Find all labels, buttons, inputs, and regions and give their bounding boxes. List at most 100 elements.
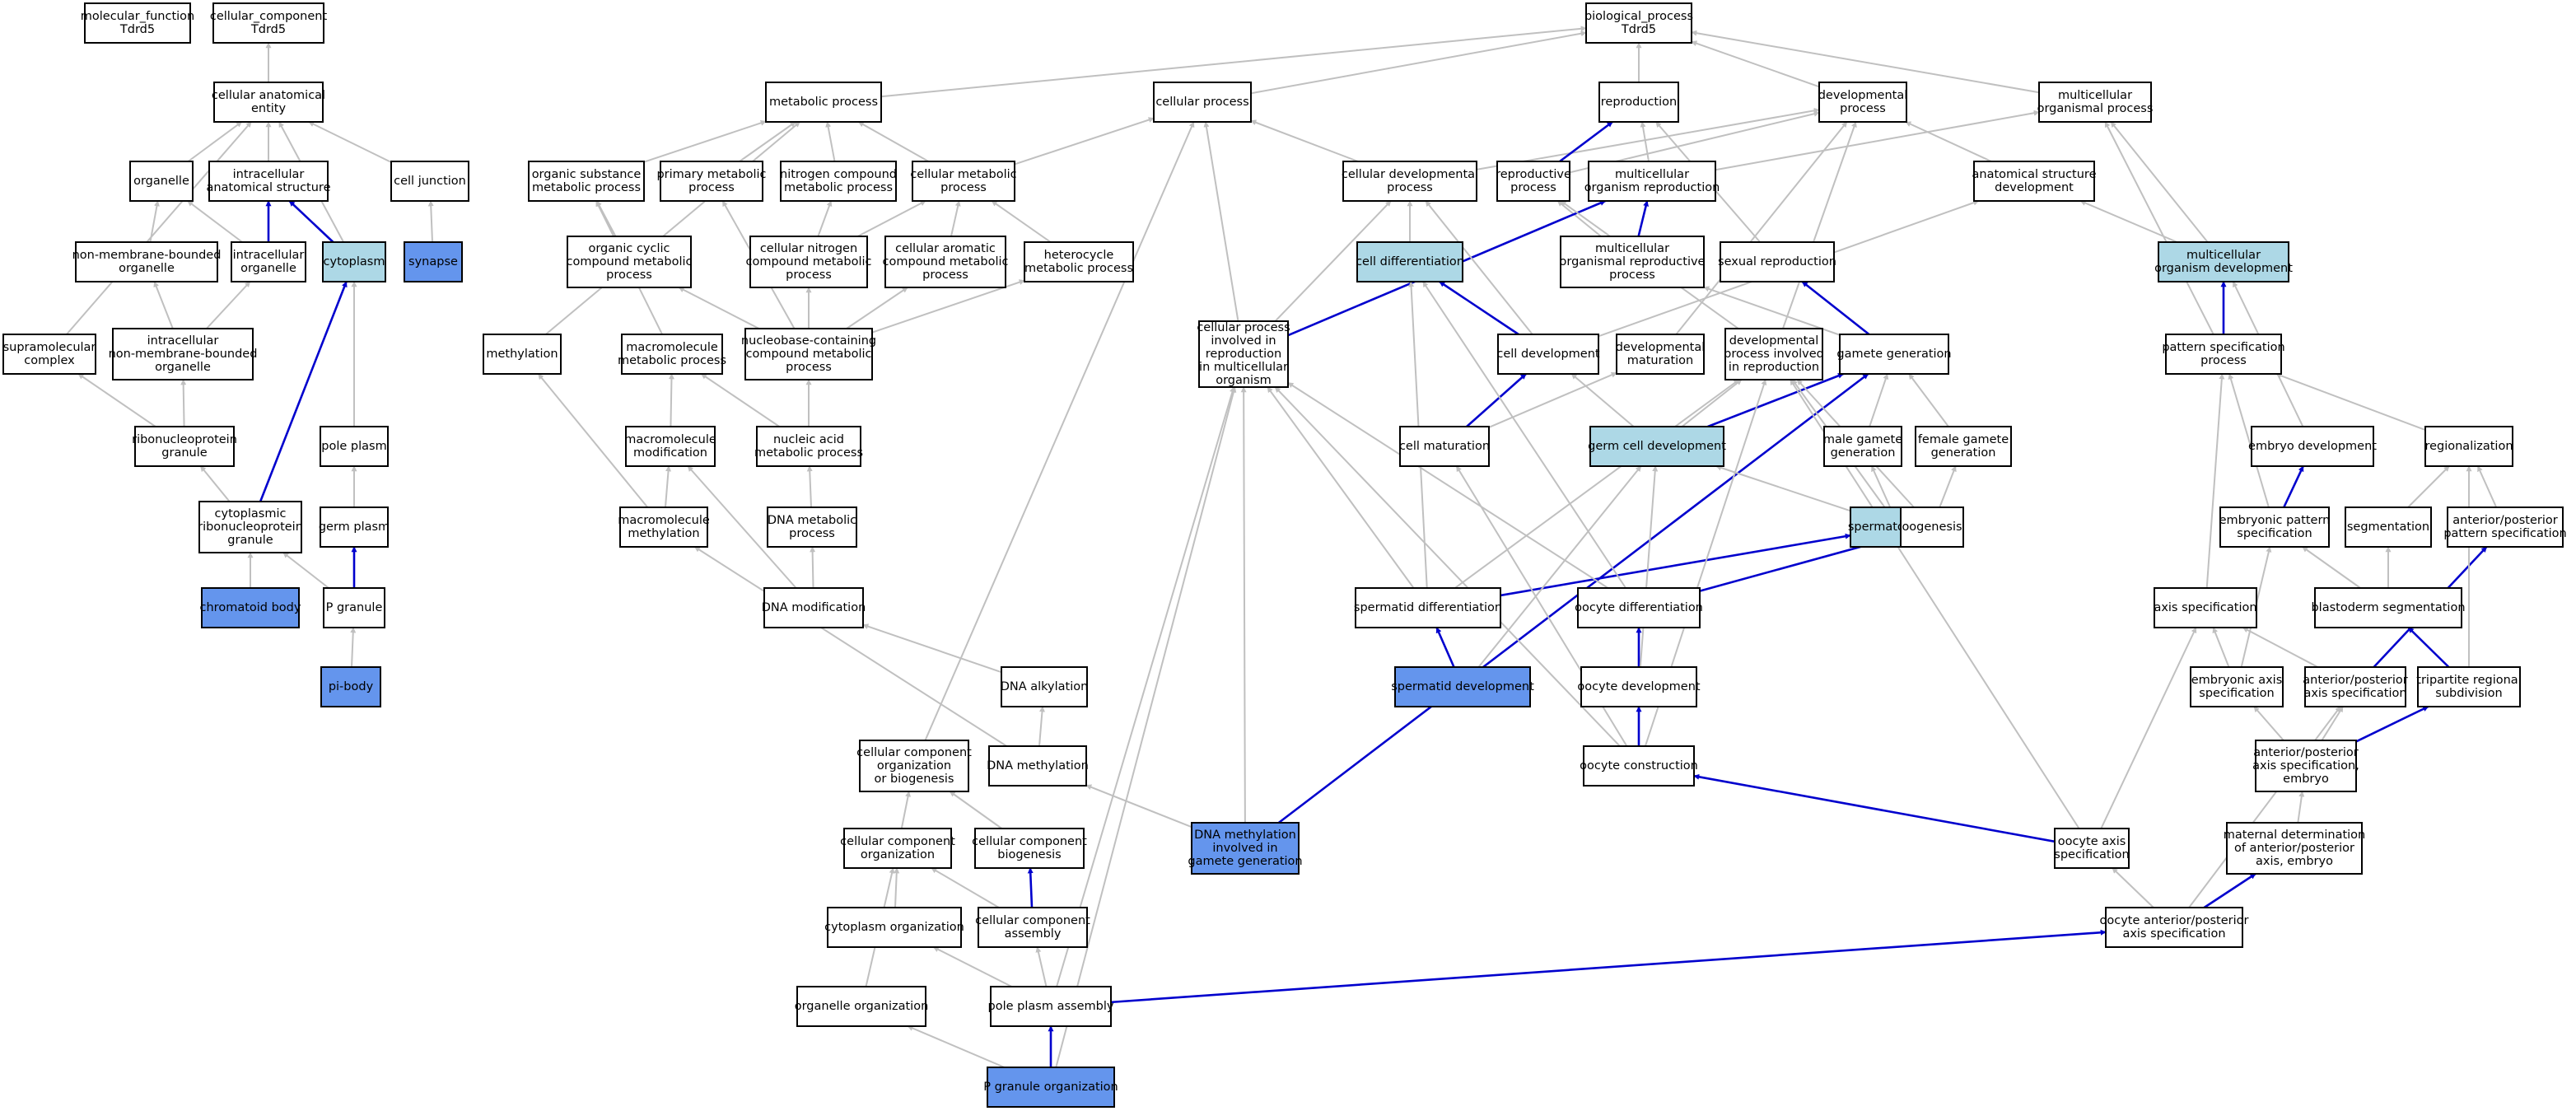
node-oocyte-differentiation[interactable]: oocyte differentiation [1575, 587, 1703, 628]
node-pole-plasm[interactable]: pole plasm [320, 426, 389, 467]
node-cytoplasm[interactable]: cytoplasm [322, 241, 386, 282]
node-metabolic-process[interactable]: metabolic process [765, 82, 882, 123]
node-cell-junction[interactable]: cell junction [390, 161, 469, 202]
node-sexual-reproduction[interactable]: sexual reproduction [1718, 241, 1836, 282]
node-intracellular-nmb-organelle[interactable]: intracellularnon-membrane-boundedorganel… [109, 328, 258, 380]
node-label: cytoplasm organization [824, 921, 964, 934]
node-synapse[interactable]: synapse [404, 241, 463, 282]
node-cell-differentiation[interactable]: cell differentiation [1356, 241, 1464, 282]
node-oocyte-development[interactable]: oocyte development [1577, 666, 1701, 707]
node-label: cellular metabolic [910, 168, 1016, 181]
node-segmentation[interactable]: segmentation [2345, 506, 2432, 548]
node-box [320, 666, 381, 707]
node-germ-plasm[interactable]: germ plasm [319, 506, 390, 548]
node-blastoderm-segmentation[interactable]: blastoderm segmentation [2311, 587, 2466, 628]
node-spermatid-differentiation[interactable]: spermatid differentiation [1354, 587, 1502, 628]
node-axis-specification[interactable]: axis specification [2154, 587, 2257, 628]
node-embryo-development[interactable]: embryo development [2248, 426, 2377, 467]
node-dna-modification[interactable]: DNA modification [762, 587, 866, 628]
node-germ-cell-development[interactable]: germ cell development [1588, 426, 1726, 467]
node-pole-plasm-assembly[interactable]: pole plasm assembly [988, 986, 1114, 1027]
node-label: organism [1216, 374, 1272, 387]
node-organelle[interactable]: organelle [129, 161, 194, 202]
node-gamete-generation[interactable]: gamete generation [1836, 334, 1952, 375]
node-chromatoid-body[interactable]: chromatoid body [200, 587, 301, 628]
node-box [827, 907, 962, 948]
node-label: oocyte differentiation [1575, 601, 1703, 614]
node-p-granule[interactable]: P granule [323, 587, 385, 628]
edge-cellular-metabolic-process-to-metabolic-process [857, 121, 929, 162]
node-pi-body[interactable]: pi-body [320, 666, 381, 707]
node-p-granule-organization[interactable]: P granule organization [983, 1067, 1118, 1108]
node-cellular-process[interactable]: cellular process [1153, 82, 1252, 123]
node-oocyte-construction[interactable]: oocyte construction [1580, 745, 1698, 787]
node-dna-alkylation[interactable]: DNA alkylation [1001, 666, 1089, 707]
node-spermatid-development[interactable]: spermatid development [1391, 666, 1534, 707]
node-box [404, 241, 463, 282]
node-dna-methylation[interactable]: DNA methylation [987, 745, 1089, 787]
node-methylation[interactable]: methylation [483, 334, 562, 375]
node-organelle-organization[interactable]: organelle organization [795, 986, 929, 1027]
node-regionalization[interactable]: regionalization [2424, 426, 2513, 467]
node-cytoplasm-organization[interactable]: cytoplasm organization [824, 907, 964, 948]
node-reproduction[interactable]: reproduction [1598, 82, 1679, 123]
node-cell-development[interactable]: cell development [1496, 334, 1600, 375]
node-label: process [786, 361, 832, 374]
node-cell-maturation[interactable]: cell maturation [1399, 426, 1490, 467]
node-oogenesis[interactable]: oogenesis [1900, 506, 1964, 548]
node-box [1720, 241, 1835, 282]
